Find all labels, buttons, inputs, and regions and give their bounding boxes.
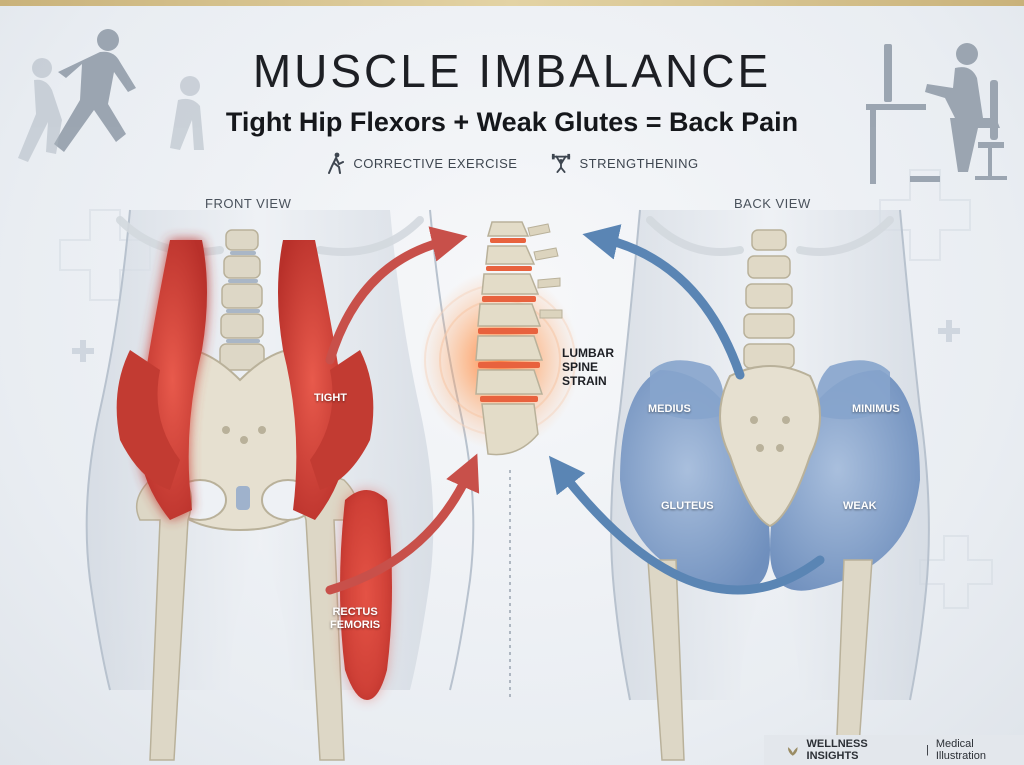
- tight-label: TIGHT: [314, 392, 347, 404]
- footer-credit: WELLNESS INSIGHTS | Medical Illustration: [764, 735, 1024, 765]
- rectus-text: RECTUS: [332, 606, 378, 618]
- laurel-logo-icon: [787, 747, 798, 756]
- footer-separator: |: [925, 744, 929, 756]
- footer-brand: WELLNESS INSIGHTS: [806, 738, 868, 762]
- red-arrow-upper: [325, 226, 468, 365]
- medius-label: MEDIUS: [648, 403, 691, 415]
- legend: CORRECTIVE EXERCISE STRENGTHENING: [0, 152, 1024, 174]
- weak-label: WEAK: [843, 500, 877, 512]
- minimus-label: MINIMUS: [852, 403, 900, 415]
- back-view-label: BACK VIEW: [734, 196, 811, 211]
- hip-flexor-muscles-tight: [116, 240, 392, 700]
- legend-label-corrective: CORRECTIVE EXERCISE: [353, 155, 518, 171]
- front-ribs: [116, 216, 424, 256]
- gluteus-label: GLUTEUS: [661, 500, 714, 512]
- legend-label-strengthening: STRENGTHENING: [579, 155, 699, 171]
- strain-text: STRAIN: [562, 374, 607, 388]
- red-arrow-lower: [325, 453, 480, 595]
- runner-silhouette-faint-icon: [18, 58, 204, 162]
- front-spine-vertebrae: [219, 229, 265, 371]
- legend-item-corrective: CORRECTIVE EXERCISE: [325, 152, 517, 174]
- back-femurs: [647, 559, 873, 761]
- stretch-figure-icon: [328, 152, 345, 174]
- lumbar-text: LUMBAR: [562, 346, 614, 360]
- footer-tagline: Medical Illustration: [935, 738, 986, 762]
- blue-arrow-upper: [582, 224, 745, 380]
- back-spine-vertebrae: [743, 229, 795, 369]
- page-title: MUSCLE IMBALANCE: [252, 45, 772, 97]
- runner-silhouette-icon: [54, 29, 136, 152]
- back-pelvis-sacrum: [719, 365, 821, 528]
- front-discs: [226, 251, 260, 343]
- lumbar-spine-strain-label: LUMBAR SPINE STRAIN: [562, 346, 614, 388]
- rectus-femoris-label: RECTUS FEMORIS: [330, 606, 380, 632]
- legend-item-strengthening: STRENGTHENING: [551, 152, 698, 174]
- page-subtitle: Tight Hip Flexors + Weak Glutes = Back P…: [225, 107, 799, 137]
- lumbar-spine-vertebrae: [475, 221, 544, 456]
- front-view-label: FRONT VIEW: [205, 196, 292, 211]
- lumbar-discs: [478, 238, 540, 402]
- plus-icons: [72, 320, 960, 362]
- femoris-text: FEMORIS: [330, 619, 381, 631]
- spinous-processes: [527, 223, 563, 319]
- weightlifter-icon: [552, 153, 571, 173]
- top-accent-bar: [0, 0, 1024, 6]
- back-ribs: [646, 216, 894, 256]
- desk-worker-silhouette-icon: [866, 43, 1007, 184]
- spine-text: SPINE: [562, 360, 599, 374]
- blue-arrow-lower: [548, 455, 825, 595]
